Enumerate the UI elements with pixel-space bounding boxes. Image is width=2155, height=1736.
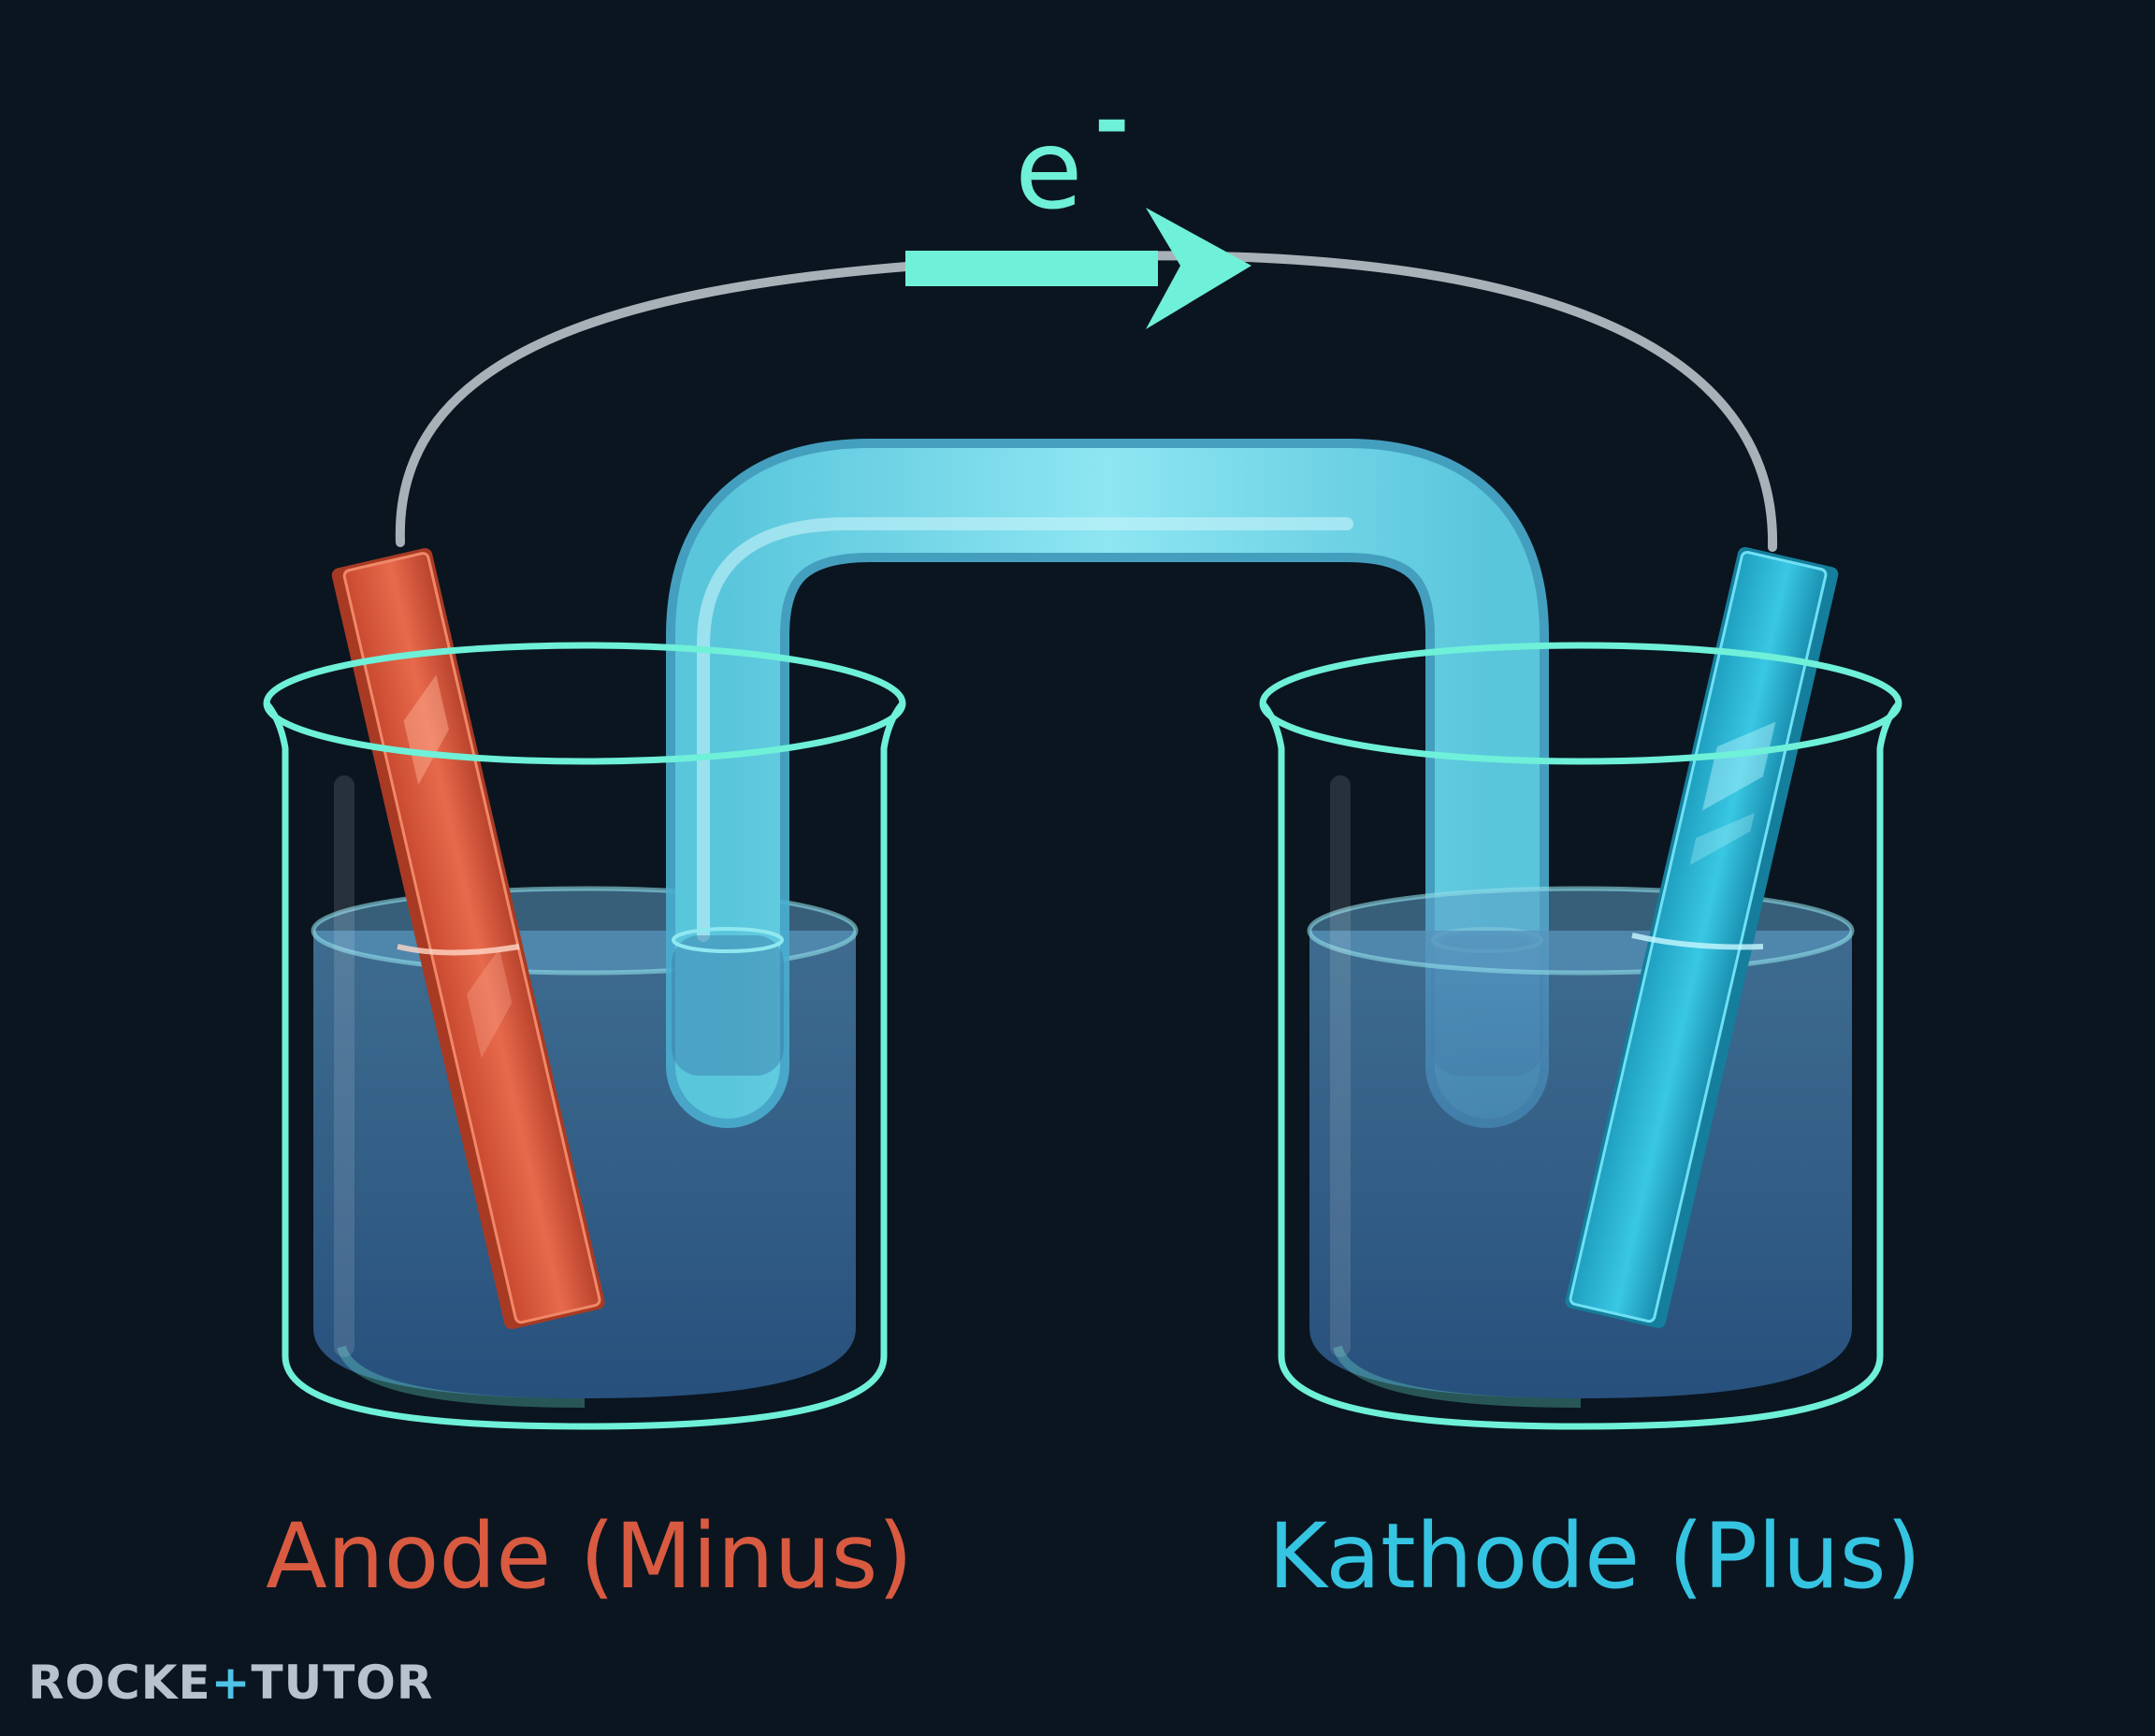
arrow-right-icon — [905, 208, 1251, 329]
cathode-label: Kathode (Plus) — [1268, 1504, 1921, 1609]
logo-plus-icon: + — [210, 1656, 252, 1710]
logo-part-2: TUTOR — [251, 1656, 434, 1710]
anode-waterline — [397, 944, 520, 956]
cathode-waterline — [1631, 933, 1764, 950]
brand-logo: ROCKE+TUTOR — [28, 1656, 433, 1710]
cathode-electrolyte — [1309, 931, 1852, 1398]
cathode-liquid-surface — [1307, 886, 1855, 976]
cathode-electrode — [1565, 546, 1839, 1329]
electron-symbol: e — [1015, 105, 1083, 234]
anode-beaker-glass — [263, 642, 906, 1430]
logo-part-1: ROCKE — [28, 1656, 211, 1710]
cathode-beaker — [1307, 886, 1855, 1398]
electron-charge: - — [1094, 72, 1129, 170]
anode-electrode — [331, 547, 605, 1330]
anode-label: Anode (Minus) — [266, 1504, 913, 1609]
cathode-beaker-glass — [1259, 642, 1902, 1430]
